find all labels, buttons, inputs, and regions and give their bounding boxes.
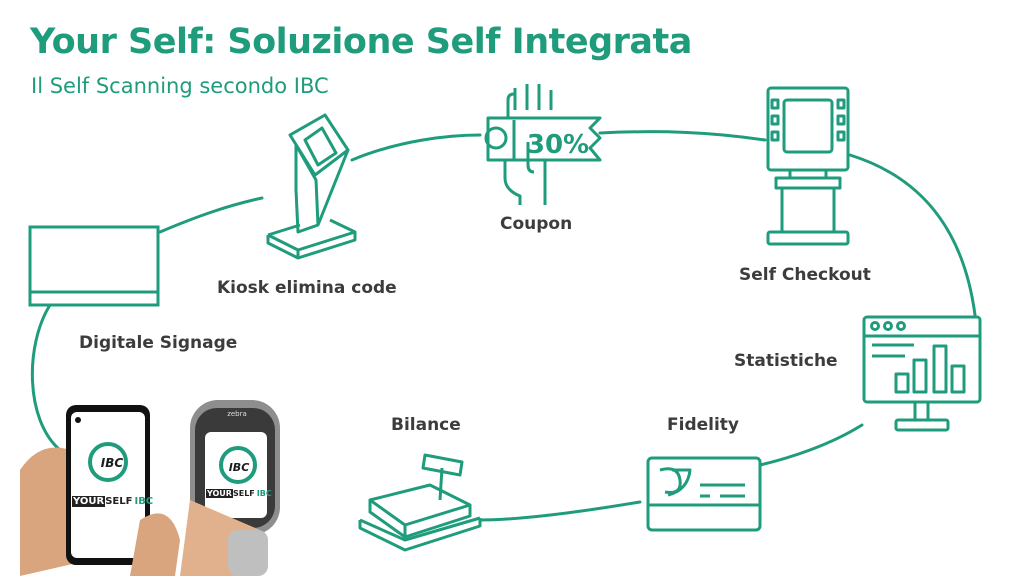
scanner-logo-text: IBC (228, 461, 250, 474)
self-checkout-icon (766, 86, 850, 246)
kiosk-icon (266, 113, 357, 260)
phone-brand-your: YOUR (72, 496, 106, 507)
phone-brand-self: SELF (105, 496, 133, 507)
coupon-icon (484, 84, 602, 205)
scanner-brand-ibc: IBC (256, 489, 272, 498)
node-label-coupon: Coupon (500, 214, 573, 234)
node-label-digital-signage: Digitale Signage (79, 333, 238, 353)
page-subtitle: Il Self Scanning secondo IBC (31, 74, 329, 98)
page-title: Your Self: Soluzione Self Integrata (30, 22, 692, 62)
statistics-icon (862, 315, 982, 432)
node-label-bilance: Bilance (391, 415, 461, 435)
node-label-statistiche: Statistiche (734, 351, 838, 371)
scanner-brand-your: YOUR (206, 489, 233, 498)
scanner-maker: zebra (227, 410, 247, 418)
scanner-brand-self: SELF (232, 489, 255, 498)
cycle-connector (30, 130, 977, 522)
phone-logo: IBC (92, 452, 132, 471)
loyalty-card-icon (646, 456, 762, 532)
phone-logo-text: IBC (100, 456, 124, 470)
scale-icon (358, 453, 482, 552)
phone-brand-ibc: IBC (134, 496, 154, 507)
node-label-self-checkout: Self Checkout (739, 265, 871, 285)
smartphone-device (20, 405, 180, 576)
coupon-badge-text: 30% (527, 130, 589, 160)
handheld-scanner-device (180, 400, 280, 576)
monitor-icon (28, 225, 160, 307)
node-label-kiosk: Kiosk elimina code (217, 278, 397, 298)
node-label-fidelity: Fidelity (667, 415, 740, 435)
scanner-logo: IBC (224, 456, 254, 475)
